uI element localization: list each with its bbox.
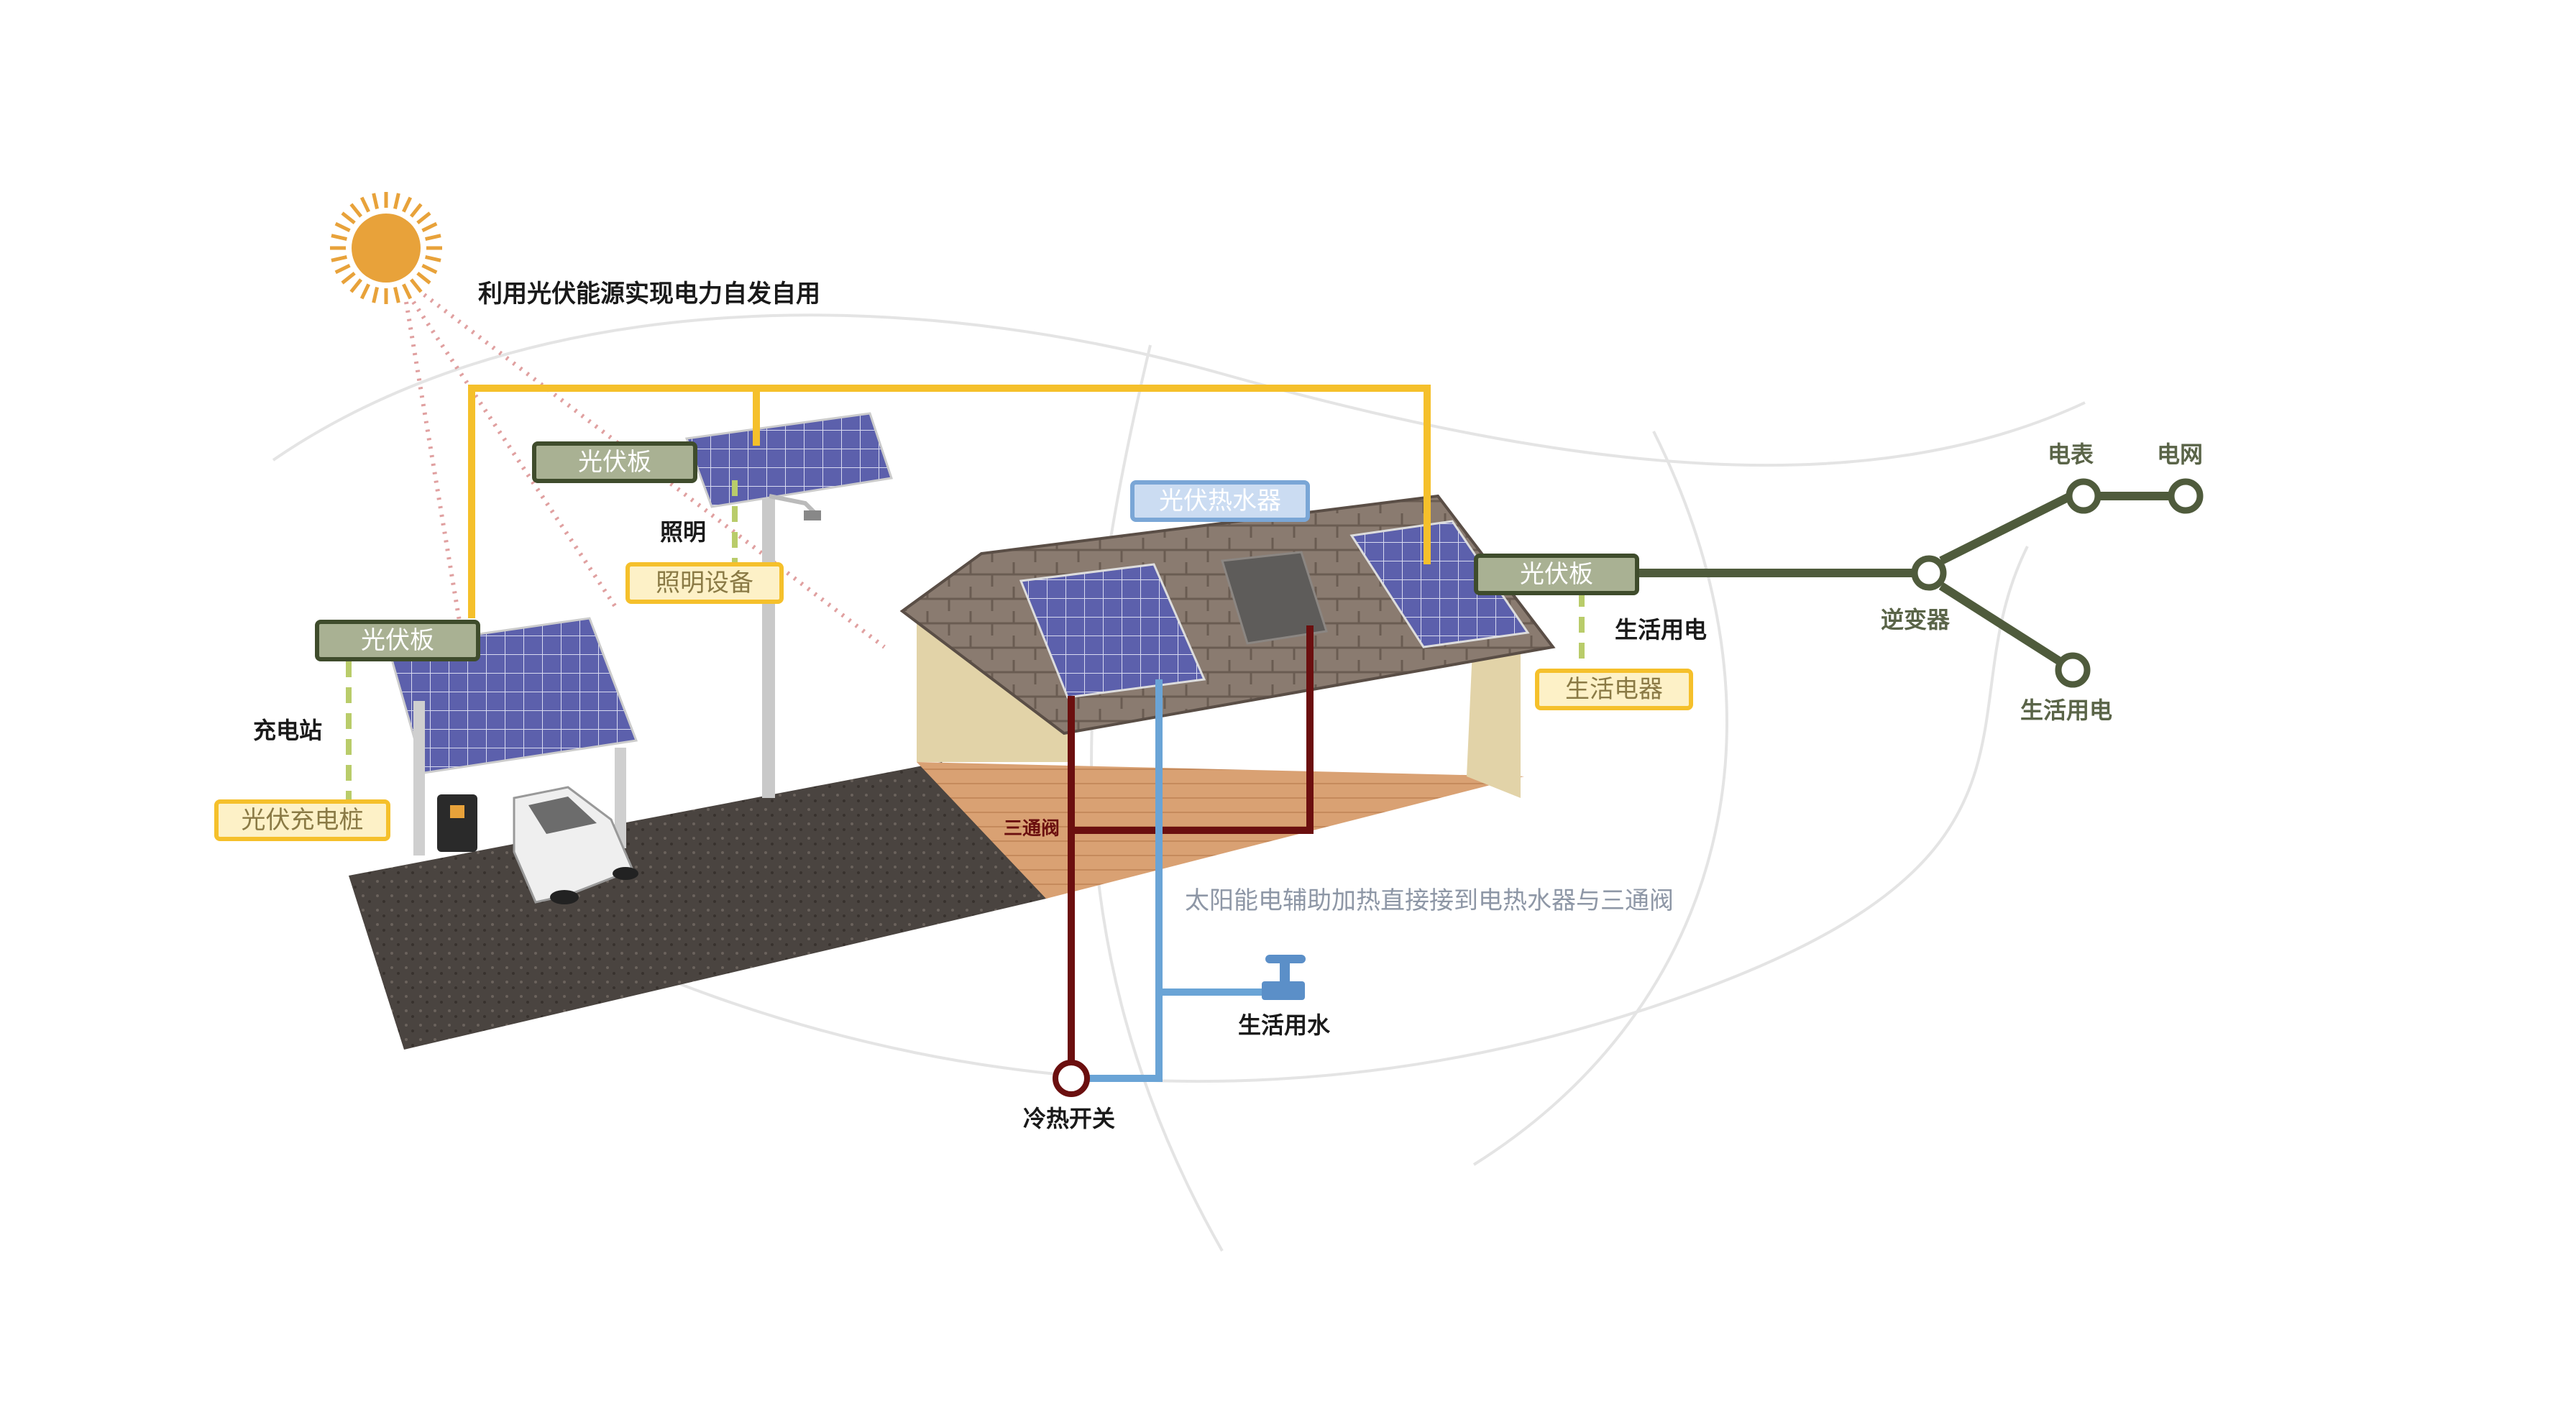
pv-panel-carport-label: 光伏板 [315, 620, 480, 661]
sun-ray [409, 278, 423, 293]
lighting-label: 照明 [660, 518, 707, 546]
meter-node [2066, 478, 2101, 514]
sun-ray [341, 271, 356, 285]
inverter-node [1911, 555, 1947, 591]
inverter-label: 逆变器 [1881, 606, 1951, 633]
diagram-title: 利用光伏能源实现电力自发自用 [478, 280, 820, 308]
sun-ray [359, 196, 370, 213]
sun-ray [425, 255, 441, 262]
lighting-equipment-label: 照明设备 [625, 562, 784, 604]
sun-rays [404, 293, 886, 649]
household-power-branch-label: 生活用电 [2020, 697, 2113, 724]
domestic-water-label: 生活用水 [1238, 1012, 1331, 1039]
household-power-roof-label: 生活用电 [1615, 616, 1708, 643]
sun-ray [416, 271, 431, 285]
charging-station-label: 充电站 [253, 717, 323, 744]
sun-ray [393, 193, 400, 209]
pv-charging-pile-label: 光伏充电桩 [214, 799, 390, 841]
sun-ray [421, 264, 438, 275]
sun-ray [409, 203, 423, 218]
sun-ray [341, 211, 356, 225]
sun-ray [421, 221, 438, 232]
grid-connection [1628, 492, 2171, 666]
sun-ray [359, 283, 370, 300]
pv-water-heater-label: 光伏热水器 [1130, 480, 1310, 522]
household-appliances-label: 生活电器 [1535, 669, 1693, 710]
power-lines [468, 385, 1431, 618]
water-tap-icon [1262, 955, 1306, 1000]
sun-ray [349, 278, 363, 293]
water-pipes [1068, 625, 1314, 1082]
ground [349, 762, 1046, 1050]
household-power-node [2055, 652, 2091, 688]
hot-cold-switch-label: 冷热开关 [1023, 1105, 1116, 1132]
sun-ray [372, 287, 379, 303]
sun-ray [334, 264, 351, 275]
sun-ray [349, 203, 363, 218]
sun-ray [372, 193, 379, 209]
sun-ray [416, 211, 431, 225]
sun-icon [330, 192, 442, 304]
hot-cold-switch-node [1053, 1060, 1090, 1097]
sun-ray [331, 255, 347, 262]
sun-ray [402, 196, 413, 213]
three-way-valve-label: 三通阀 [1004, 818, 1060, 840]
grid-label: 电网 [2157, 441, 2204, 468]
sun-ray [425, 234, 441, 241]
pv-panel-roof-label: 光伏板 [1474, 554, 1639, 595]
sun-ray [331, 234, 347, 241]
dashed-links [346, 480, 1585, 805]
pv-panel-lamp-label: 光伏板 [532, 441, 697, 483]
electric-car-icon [513, 786, 638, 904]
sun-ray [402, 283, 413, 300]
meter-label: 电表 [2048, 441, 2094, 468]
aux-heating-note: 太阳能电辅助加热直接接到电热水器与三通阀 [1185, 886, 1674, 915]
street-lamp-icon [684, 412, 893, 798]
grid-nodes [1911, 478, 2204, 688]
grid-node [2168, 478, 2204, 514]
charger-icon [437, 794, 477, 852]
house [899, 494, 1556, 798]
sun-ray [393, 287, 400, 303]
sun-ray [334, 221, 351, 232]
